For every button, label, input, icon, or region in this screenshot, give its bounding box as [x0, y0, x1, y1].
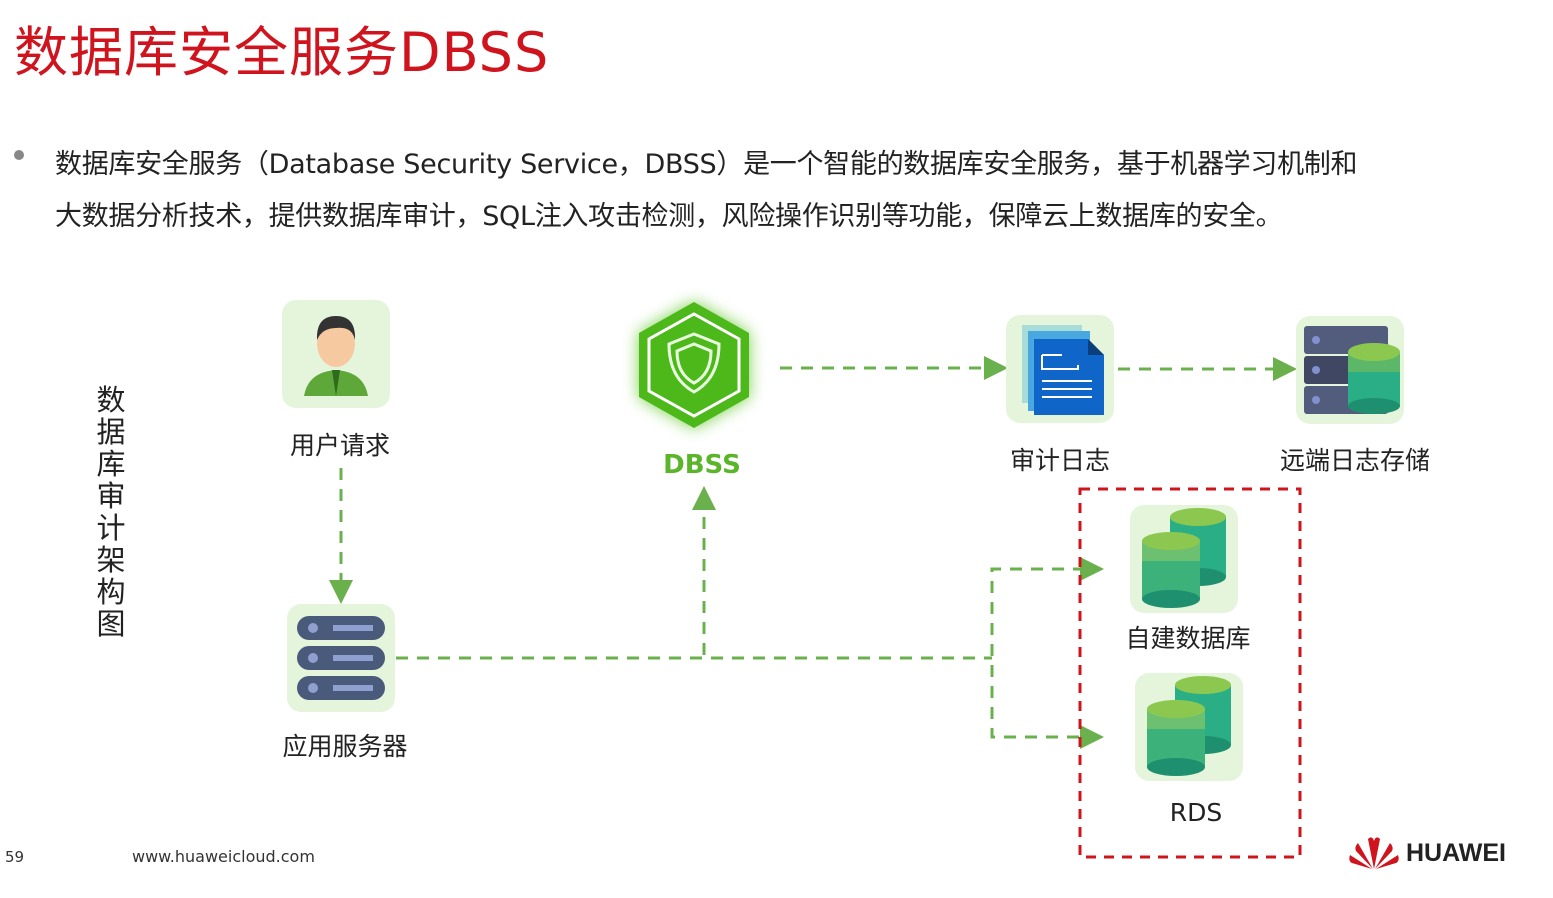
- label-dbss: DBSS: [663, 450, 741, 480]
- diagram-side-label: 数据库审计架构图: [96, 383, 126, 641]
- line-db-branch: [990, 567, 1085, 739]
- audit-log-document-icon: [1006, 315, 1114, 423]
- dbss-shield-icon: [627, 298, 761, 432]
- label-rds: RDS: [1169, 798, 1223, 827]
- huawei-logo: HUAWEI: [1348, 835, 1506, 871]
- user-icon: [282, 300, 390, 408]
- server-icon: [287, 604, 395, 712]
- huawei-brand-text: HUAWEI: [1406, 838, 1506, 867]
- label-user-request: 用户请求: [289, 431, 391, 460]
- remote-storage-icon: [1296, 316, 1404, 424]
- bullet-dot: [14, 150, 24, 160]
- rds-database-icon: [1135, 673, 1243, 781]
- label-self-built-db: 自建数据库: [1125, 624, 1251, 653]
- label-app-server: 应用服务器: [282, 732, 408, 761]
- huawei-flower-icon: [1349, 837, 1399, 869]
- page-number: 59: [5, 848, 25, 866]
- label-audit-log: 审计日志: [1009, 446, 1111, 475]
- footer-url: www.huaweicloud.com: [132, 847, 315, 866]
- page-title: 数据库安全服务DBSS: [14, 21, 550, 84]
- bullet-text-line2: 大数据分析技术，提供数据库审计，SQL注入攻击检测，风险操作识别等功能，保障云上…: [55, 201, 1283, 232]
- self-built-database-icon: [1130, 505, 1238, 613]
- label-remote-log-storage: 远端日志存储: [1279, 446, 1431, 475]
- bullet-text-line1: 数据库安全服务（Database Security Service，DBSS）是…: [55, 149, 1358, 180]
- database-boundary: [1078, 487, 1302, 859]
